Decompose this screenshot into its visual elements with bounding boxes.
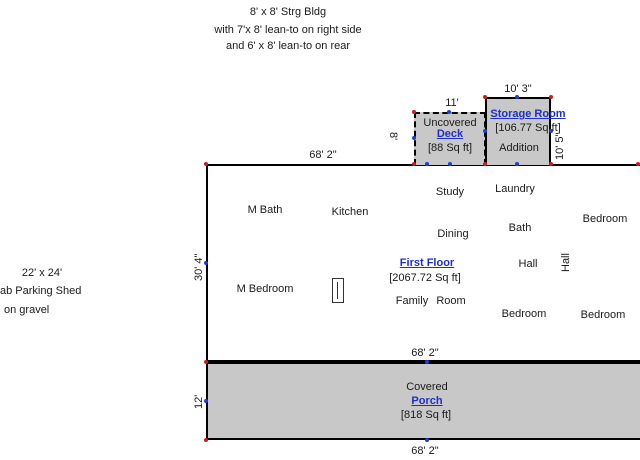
storage-note-line-2: with 7'x 8' lean-to on right side <box>214 24 362 36</box>
room-hall: Hall <box>518 258 538 270</box>
room-laundry: Laundry <box>495 183 535 195</box>
house-top-dimension: 68' 2" <box>309 149 337 161</box>
corner-marker <box>204 438 208 442</box>
midpoint-marker <box>204 261 208 265</box>
corner-marker <box>412 110 416 114</box>
room-bath: Bath <box>508 222 532 234</box>
midpoint-marker <box>425 162 429 166</box>
room-family: Family <box>395 295 429 307</box>
midpoint-marker <box>515 162 519 166</box>
shed-note-line-2: ab Parking Shed <box>0 285 82 297</box>
deck-left-dimension: 8' <box>387 132 399 141</box>
shed-note-line-3: on gravel <box>4 304 50 316</box>
room-dining: Dining <box>437 228 469 240</box>
deck-top-dimension: 11' <box>445 97 459 109</box>
storage-room-label: Addition <box>499 142 539 154</box>
door-symbol <box>332 278 344 303</box>
porch-top-dimension: 68' 2" <box>411 347 439 359</box>
room-room: Room <box>436 295 466 307</box>
first-floor-size: [2067.72 Sq ft] <box>389 272 461 284</box>
porch-bottom-dimension: 68' 2" <box>411 445 439 457</box>
storage-note-line-1: 8' x 8' Strg Bldg <box>249 6 327 18</box>
midpoint-marker <box>515 95 519 99</box>
room-bedroom: Bedroom <box>582 213 628 225</box>
midpoint-marker <box>204 399 208 403</box>
midpoint-marker <box>412 136 416 140</box>
corner-marker <box>549 162 553 166</box>
corner-marker <box>204 360 208 364</box>
porch-label: Covered <box>406 381 448 393</box>
room-bedroom: Bedroom <box>501 308 547 320</box>
corner-marker <box>483 162 487 166</box>
room-m-bedroom: M Bedroom <box>236 283 294 295</box>
shed-note-line-1: 22' x 24' <box>21 267 63 279</box>
storage-room-name[interactable]: Storage Room <box>490 108 566 120</box>
room-hall-vertical: Hall <box>560 253 572 272</box>
midpoint-marker <box>549 129 553 133</box>
storage-room-size: [106.77 Sq ft] <box>495 122 561 134</box>
midpoint-marker <box>447 110 451 114</box>
room-study: Study <box>435 186 465 198</box>
first-floor-name[interactable]: First Floor <box>399 257 455 269</box>
storage-right-dimension: 10' 5" <box>554 132 566 160</box>
room-kitchen: Kitchen <box>331 206 369 218</box>
corner-marker <box>483 95 487 99</box>
room-bedroom: Bedroom <box>580 309 626 321</box>
corner-marker <box>636 162 640 166</box>
midpoint-marker <box>425 438 429 442</box>
porch-name[interactable]: Porch <box>411 395 443 407</box>
deck-name[interactable]: Deck <box>436 128 464 140</box>
corner-marker <box>549 95 553 99</box>
storage-note-line-3: and 6' x 8' lean-to on rear <box>225 40 351 52</box>
porch-outline[interactable] <box>206 362 640 440</box>
corner-marker <box>204 162 208 166</box>
midpoint-marker <box>448 162 452 166</box>
porch-left-dimension: 12' <box>193 394 205 409</box>
corner-marker <box>412 162 416 166</box>
house-left-dimension: 30' 4" <box>193 253 205 281</box>
room-m-bath: M Bath <box>247 204 283 216</box>
storage-top-dimension: 10' 3" <box>504 83 532 95</box>
deck-size: [88 Sq ft] <box>427 142 473 154</box>
deck-label: Uncovered <box>423 117 477 129</box>
midpoint-marker <box>425 360 429 364</box>
porch-size: [818 Sq ft] <box>400 409 452 421</box>
midpoint-marker <box>483 129 487 133</box>
